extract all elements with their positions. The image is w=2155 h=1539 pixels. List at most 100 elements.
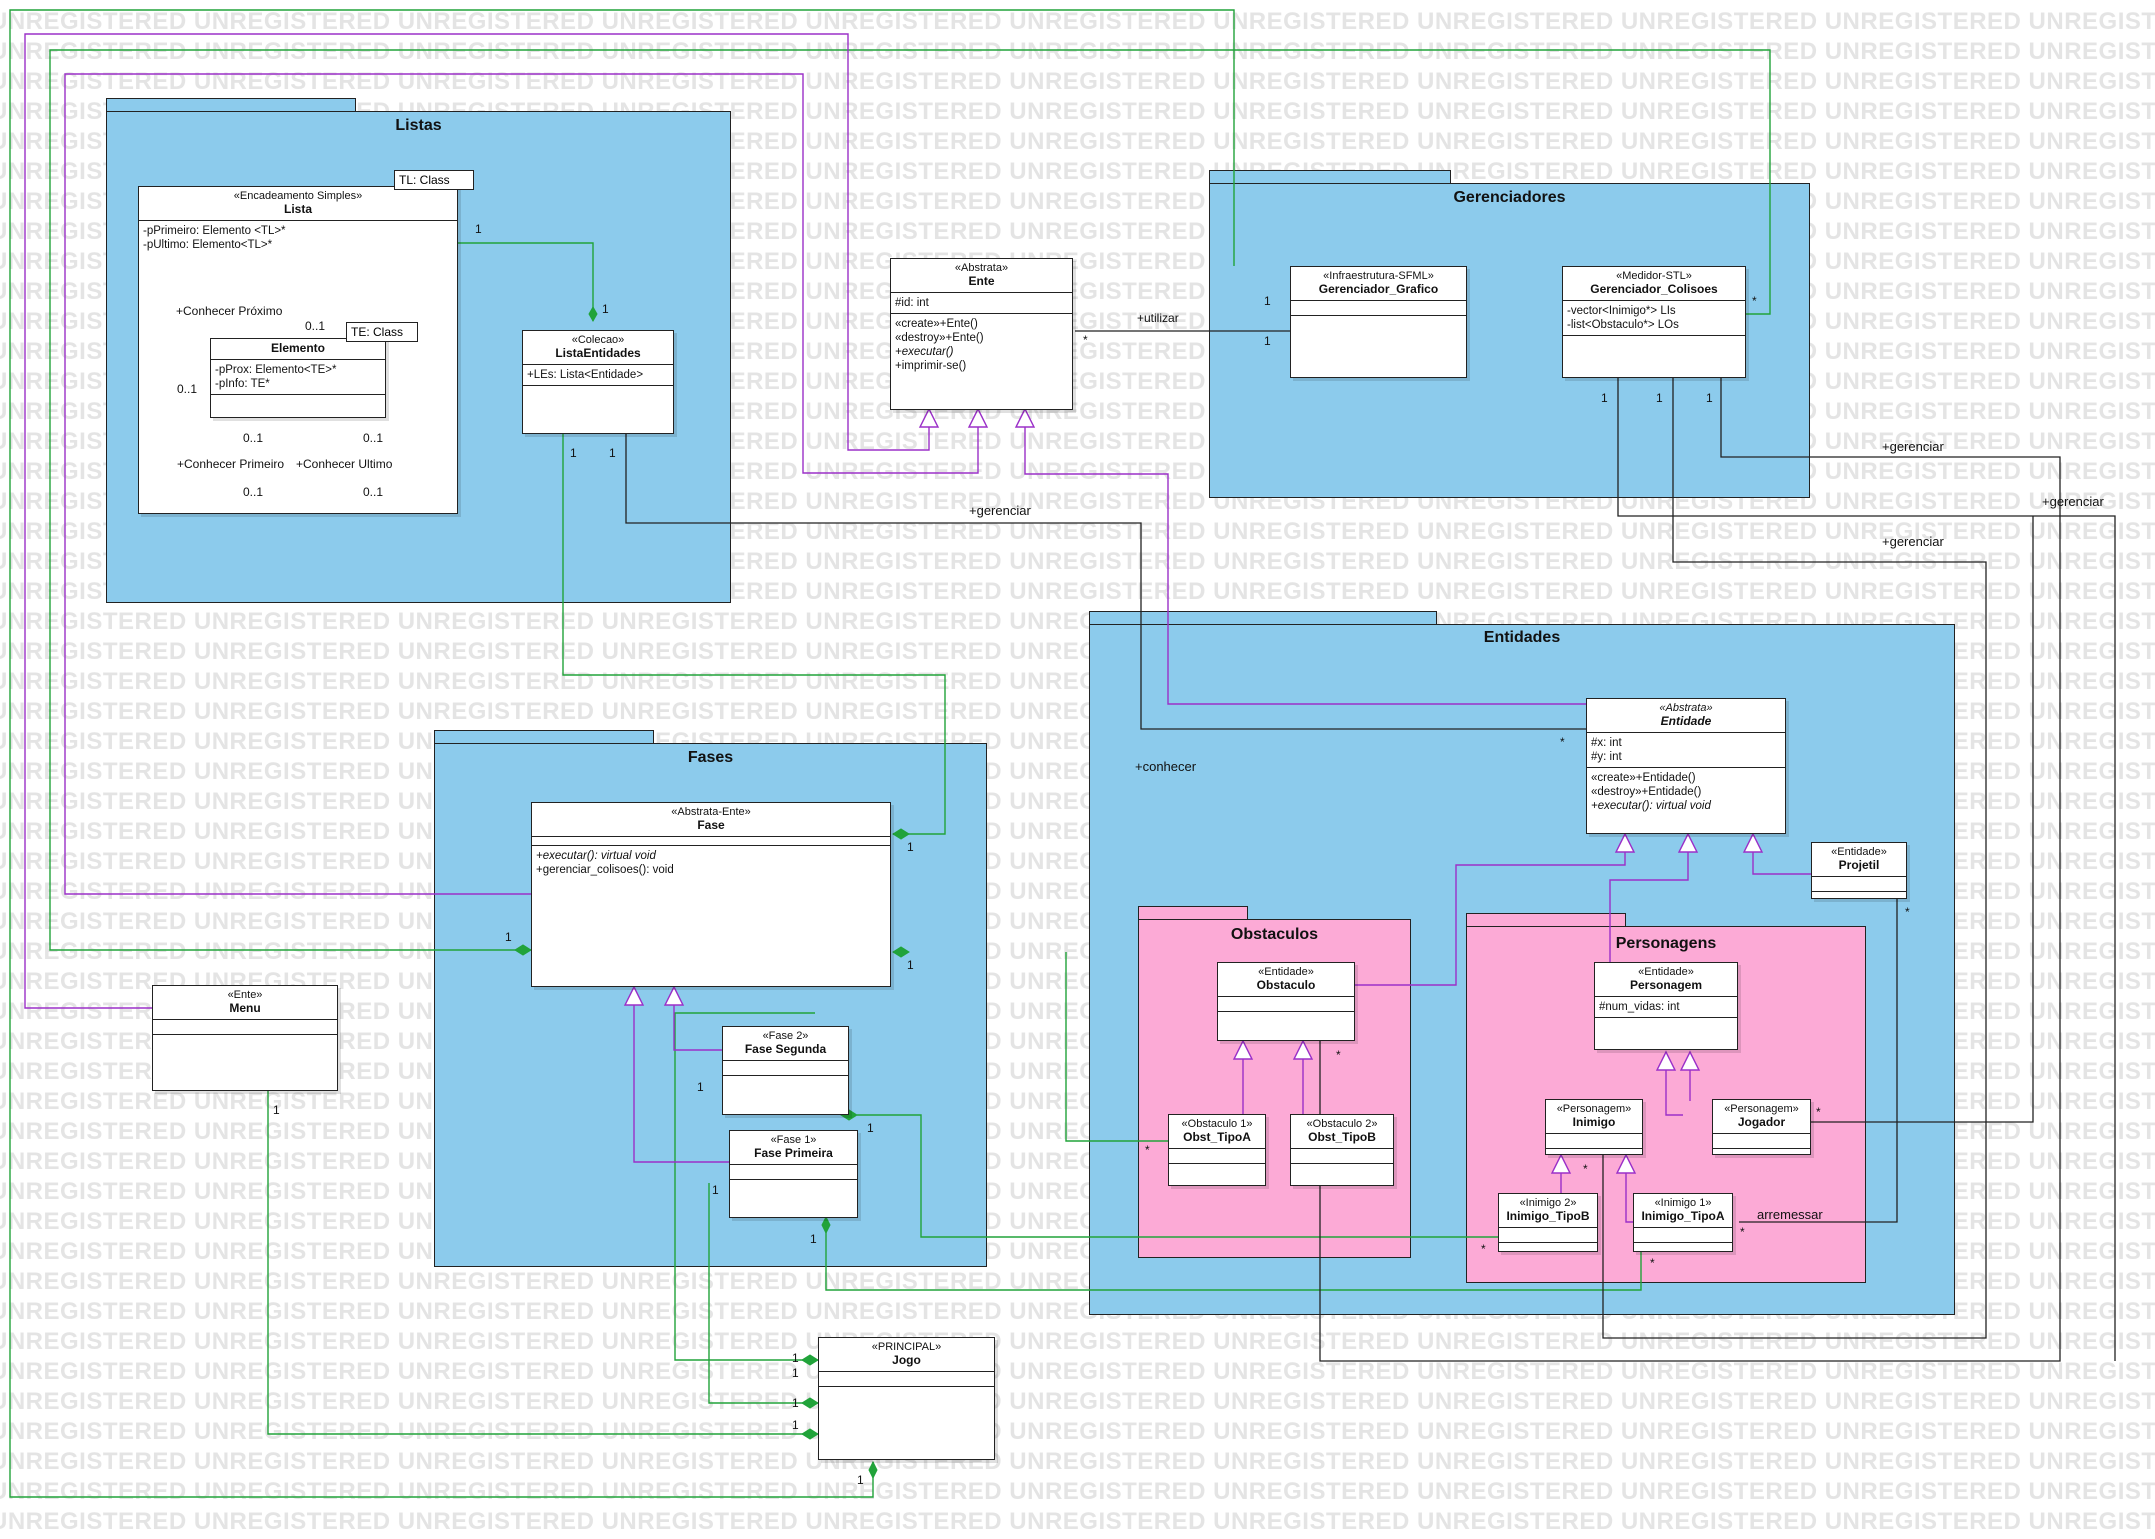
class-obstaculo-stereotype: «Entidade» (1258, 966, 1314, 978)
label-conhecer: +conhecer (1135, 759, 1197, 774)
class-fase[interactable]: «Abstrata-Ente»Fase +executar(): virtual… (531, 802, 891, 987)
label-listaentidades-bottom-2: 1 (609, 446, 616, 460)
class-obst-tipo-a-stereotype: «Obstaculo 1» (1181, 1118, 1253, 1130)
link-gerenciador-obstaculo (1319, 378, 2061, 1362)
class-lista-stereotype: «Encadeamento Simples» (233, 190, 363, 202)
arrowhead-menu-ente (918, 407, 940, 428)
class-entidade-attr-2: #y: int (1591, 751, 1622, 763)
label-entidade-many: * (1560, 735, 1565, 749)
class-fase-primeira[interactable]: «Fase 1»Fase Primeira (729, 1130, 858, 1218)
diamond-fase-obst (892, 946, 910, 958)
label-gerenciar-3: +gerenciar (1882, 534, 1944, 549)
black-association-lines (625, 330, 2116, 1362)
label-inimigotipoa-many-1: * (1740, 1225, 1745, 1239)
link-listaentidades-entidade (625, 434, 1586, 730)
label-colisoes-1a: 1 (1601, 391, 1608, 405)
class-ente-op-4: +imprimir-se() (895, 360, 967, 372)
class-jogador-name: Jogador (1737, 1115, 1786, 1129)
package-gerenciadores-title: Gerenciadores (1453, 189, 1566, 206)
class-personagem[interactable]: «Entidade»Personagem #num_vidas: int (1594, 962, 1738, 1050)
class-obst-tipo-b[interactable]: «Obstaculo 2»Obst_TipoB (1290, 1114, 1394, 1186)
arrowhead-inimigo-personagem (1655, 1050, 1677, 1071)
class-fase-segunda[interactable]: «Fase 2»Fase Segunda (722, 1026, 849, 1115)
label-fase-obst-1: 1 (907, 958, 914, 972)
link-projetil-inimigotipoa (1739, 899, 1898, 1223)
class-personagem-name: Personagem (1629, 978, 1703, 992)
class-lista-template: TL: Class (394, 170, 474, 190)
class-inimigo-tipo-a-name: Inimigo_TipoA (1641, 1209, 1725, 1223)
label-inimigotipoa-many-2: * (1650, 1256, 1655, 1270)
class-elemento-template: TE: Class (346, 322, 418, 342)
label-projetil-many: * (1905, 905, 1910, 919)
class-inimigo-stereotype: «Personagem» (1556, 1103, 1632, 1115)
class-ente-op-3: +executar() (895, 346, 954, 358)
class-lista-name: Lista (283, 202, 312, 216)
class-gerenciador-grafico[interactable]: «Infraestrutura-SFML»Gerenciador_Grafico (1290, 266, 1467, 378)
label-grafico-1a: 1 (1264, 294, 1271, 308)
link-gerenciador-inimigo (1602, 378, 1987, 1339)
arrowhead-personagem-entidade (1677, 832, 1699, 853)
gen-fasesegunda-fase (673, 1005, 722, 1051)
class-inimigo-tipo-b-stereotype: «Inimigo 2» (1519, 1197, 1577, 1209)
link-fasesegunda-jogo (674, 1012, 818, 1361)
label-colisoes-many: * (1752, 294, 1757, 308)
class-jogo[interactable]: «PRINCIPAL»Jogo (818, 1337, 995, 1460)
diamond-fase-listaentidades (892, 828, 910, 840)
class-entidade-op-3: +executar(): virtual void (1591, 799, 1781, 813)
class-obst-tipo-a[interactable]: «Obstaculo 1»Obst_TipoA (1168, 1114, 1266, 1186)
class-projetil[interactable]: «Entidade»Projetil (1811, 842, 1907, 899)
label-obstaculo-many: * (1336, 1048, 1341, 1062)
label-fase-listaentidades-1: 1 (907, 840, 914, 854)
class-inimigo-tipo-a[interactable]: «Inimigo 1»Inimigo_TipoA (1633, 1193, 1733, 1252)
arrowhead-projetil-entidade (1742, 832, 1764, 853)
class-inimigo[interactable]: «Personagem»Inimigo (1545, 1099, 1643, 1155)
label-fase-gerenciador-1: 1 (505, 930, 512, 944)
gen-projetil-entidade (1752, 852, 1811, 875)
green-association-lines (9, 9, 1771, 1498)
class-lista-entidades[interactable]: «Colecao»ListaEntidades +LEs: Lista<Enti… (522, 330, 674, 434)
label-jogo-1a: 1 (792, 1351, 799, 1365)
arrowhead-fasesegunda-fase (663, 985, 685, 1006)
class-lista-entidades-stereotype: «Colecao» (571, 334, 625, 346)
gen-obstaculo-entidade (1355, 852, 1626, 986)
class-lista-entidades-name: ListaEntidades (555, 346, 641, 360)
label-jogador-many: * (1816, 1105, 1821, 1119)
arrowhead-fase-ente (967, 407, 989, 428)
label-listaentidades-bottom-1: 1 (570, 446, 577, 460)
link-fase-gerenciador-colisoes (49, 49, 1771, 951)
label-utilizar: +utilizar (1137, 311, 1179, 325)
class-fase-primeira-name: Fase Primeira (754, 1146, 833, 1160)
class-elemento-attr-2: -pInfo: TE* (215, 378, 270, 390)
class-menu[interactable]: «Ente»Menu (152, 985, 338, 1091)
class-inimigo-tipo-b[interactable]: «Inimigo 2»Inimigo_TipoB (1498, 1193, 1598, 1252)
label-listaentidades-1: 1 (602, 302, 609, 316)
label-jogo-1b: 1 (792, 1366, 799, 1380)
link-lista-listaentidades (458, 242, 594, 321)
diamond-jogo-3 (801, 1428, 819, 1440)
class-ente[interactable]: «Abstrata»Ente #id: int «create»+Ente() … (890, 258, 1073, 410)
class-obstaculo-name: Obstaculo (1256, 978, 1316, 992)
label-mult-ultimo-1: 0..1 (363, 431, 384, 445)
class-elemento-attr-1: -pProx: Elemento<TE>* (215, 364, 337, 376)
diamond-jogo-2 (801, 1397, 819, 1409)
package-obstaculos-title: Obstaculos (1230, 926, 1319, 943)
class-gerenciador-colisoes[interactable]: «Medidor-STL»Gerenciador_Colisoes -vecto… (1562, 266, 1746, 378)
diamond-fase-gerenciador (514, 944, 532, 956)
label-gerenciar-2: +gerenciar (2042, 494, 2104, 509)
label-fasesegunda-1: 1 (697, 1080, 704, 1094)
class-lista-attr-1: -pPrimeiro: Elemento <TL>* (143, 225, 286, 237)
label-faseprimeira-comp-1: 1 (810, 1232, 817, 1246)
class-obstaculo[interactable]: «Entidade»Obstaculo (1217, 962, 1355, 1041)
class-inimigo-tipo-b-name: Inimigo_TipoB (1506, 1209, 1590, 1223)
class-lista-attr-2: -pUltimo: Elemento<TL>* (143, 239, 273, 251)
class-ente-attr-1: #id: int (895, 297, 929, 309)
diamond-listaentidades (588, 305, 598, 323)
class-entidade-attr-1: #x: int (1591, 737, 1622, 749)
class-obst-tipo-a-name: Obst_TipoA (1183, 1130, 1251, 1144)
class-elemento[interactable]: Elemento -pProx: Elemento<TE>* -pInfo: T… (210, 338, 386, 418)
class-entidade[interactable]: «Abstrata»Entidade #x: int #y: int «crea… (1586, 698, 1786, 834)
label-mult-primeiro-2: 0..1 (243, 485, 264, 499)
class-jogador[interactable]: «Personagem»Jogador (1712, 1099, 1811, 1155)
class-obst-tipo-b-stereotype: «Obstaculo 2» (1306, 1118, 1378, 1130)
